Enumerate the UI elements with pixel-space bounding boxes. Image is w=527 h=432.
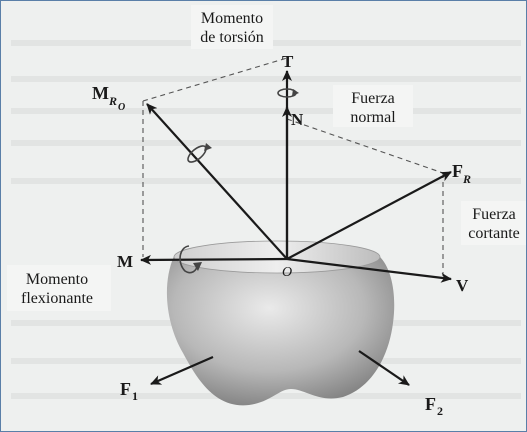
label-box-torsion: [191, 5, 273, 49]
label-box-cortante: [461, 201, 526, 245]
mro-label: M: [92, 83, 109, 103]
mro-subscript: R: [108, 94, 117, 108]
f2-subscript: 2: [437, 404, 443, 418]
mro-subsubscript: O: [118, 102, 125, 113]
sectioned-body: [166, 256, 395, 406]
rotation-arrow-icon: [292, 89, 299, 96]
f2-label: F: [425, 394, 436, 414]
n-label: N: [291, 110, 304, 129]
force-f1-vector: [150, 355, 214, 386]
force-f2-vector: [358, 350, 410, 386]
fuerza-normal-label-line2: normal: [350, 109, 396, 126]
momento-torsion-label: Momento: [201, 10, 263, 27]
fuerza-cortante-label-line2: cortante: [468, 225, 520, 242]
label-box-flexionante: [7, 265, 111, 311]
f1-label: F: [120, 379, 131, 399]
fr-label: F: [452, 161, 463, 181]
m-label: M: [117, 252, 133, 271]
resultant-force-vector: [286, 171, 452, 260]
shear-force-vector: [286, 257, 452, 283]
resultant-moment-vector: [146, 103, 288, 260]
rotation-arrow-icon: [193, 262, 202, 271]
momento-flexionante-label: Momento: [26, 271, 88, 288]
momento-flexionante-label-line2: flexionante: [21, 290, 93, 307]
t-label: T: [282, 52, 294, 71]
label-box-normal: [333, 85, 413, 127]
origin-label: O: [282, 265, 292, 280]
bending-moment-vector: [140, 254, 288, 265]
construction-lines: [142, 57, 444, 276]
f1-subscript: 1: [132, 389, 138, 403]
momento-torsion-label-line2: de torsión: [200, 29, 264, 46]
rotation-arrow-icon: [204, 143, 212, 151]
fuerza-normal-label: Fuerza: [351, 90, 395, 107]
section-cut-surface: [173, 240, 381, 274]
fr-subscript: R: [462, 172, 471, 186]
fuerza-cortante-label: Fuerza: [472, 206, 516, 223]
v-label: V: [456, 276, 469, 295]
